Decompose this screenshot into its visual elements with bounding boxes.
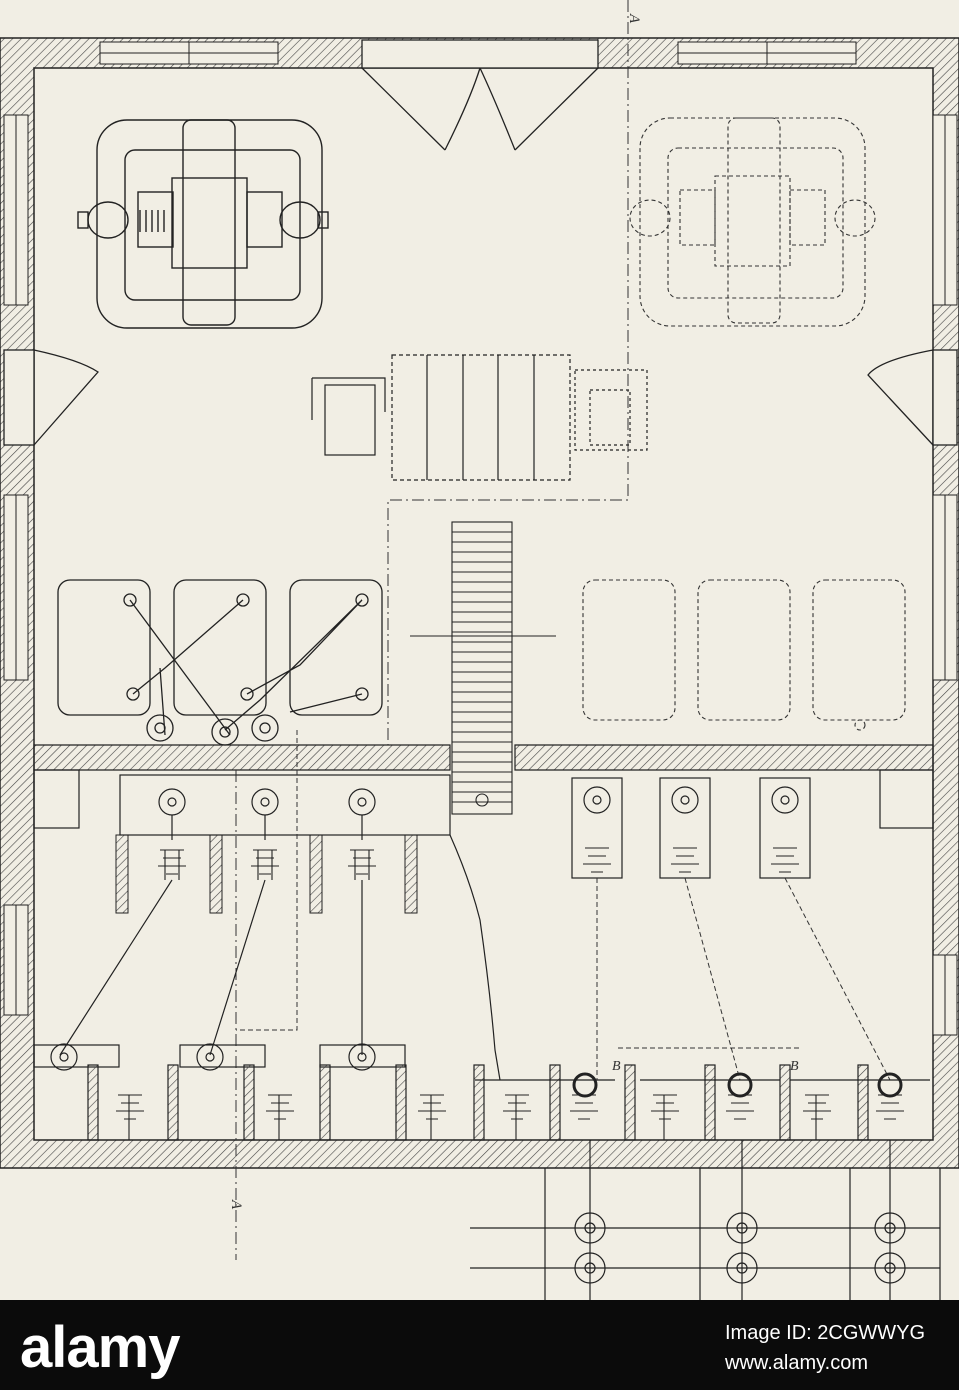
window-top-left [99,41,279,65]
alamy-logo: alamy [20,1315,180,1380]
detail-label-right: B [790,1059,799,1074]
wall-bushings [33,769,934,879]
transformers-future [582,579,906,731]
outer-wall [0,37,959,1169]
insulators-upper [158,847,799,880]
image-id: Image ID: 2CGWWYG [725,1322,926,1344]
side-door-right [867,349,958,446]
plan-svg: A A [0,0,959,1300]
stairs [410,521,556,815]
partition-wall [33,744,934,771]
insulators-lower [116,1094,904,1140]
generator-left [77,119,329,329]
section-label-top: A [626,13,642,24]
feeder-wiring [59,815,501,1081]
watermark: alamy Image ID: 2CGWWYG www.alamy.com [0,1300,959,1390]
bottom-cubicles [33,1043,930,1141]
image-url: www.alamy.com [725,1352,868,1374]
outgoing-lines [470,1140,941,1300]
side-door-left [3,349,99,446]
watermark-bar [0,1300,959,1390]
generator-right-future [629,117,876,327]
lower-piers [115,834,418,914]
detail-label-left: B [612,1059,621,1074]
floor-plan-drawing: A A [0,0,959,1300]
window-top-right [677,41,857,65]
section-line-a [235,0,629,1260]
switchboard [311,354,648,481]
transformers-installed [57,579,383,746]
feeder-wiring-dashed [236,730,891,1081]
section-label-bottom: A [228,1199,244,1210]
side-windows [3,114,958,1036]
main-door [361,39,599,151]
